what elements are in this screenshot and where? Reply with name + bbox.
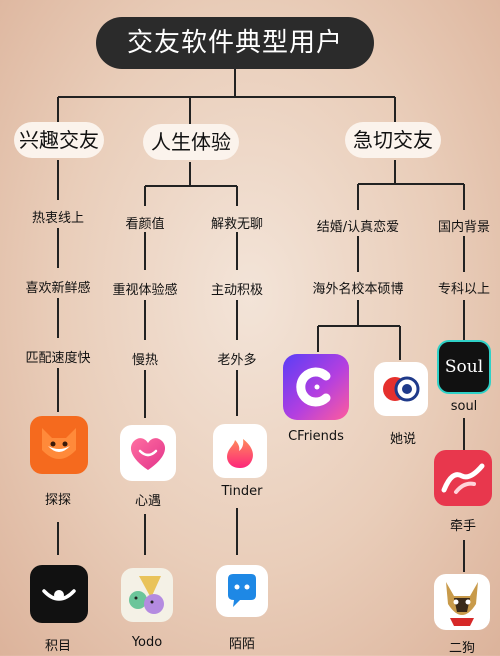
half-eye-icon xyxy=(42,589,76,601)
tantan-label: 探探 xyxy=(44,493,72,508)
tinder-label: Tinder xyxy=(221,484,263,499)
yodo-label: Yodo xyxy=(131,635,163,650)
jimu-label: 积目 xyxy=(44,639,72,654)
category-interest: 兴趣交友 xyxy=(14,122,104,158)
c-letter-icon xyxy=(283,354,349,420)
fox-icon xyxy=(42,428,76,459)
label-proactive: 主动积极 xyxy=(210,283,264,298)
ergou-app-icon[interactable] xyxy=(434,574,490,630)
label-match-speed: 匹配速度快 xyxy=(25,351,91,366)
label-college-plus: 专科以上 xyxy=(437,282,491,297)
label-overseas-edu: 海外名校本硕博 xyxy=(312,282,404,297)
tantan-app-icon[interactable] xyxy=(30,416,88,474)
momo-app-icon[interactable] xyxy=(216,565,268,617)
xinyu-label: 心遇 xyxy=(134,494,162,509)
label-foreigners: 老外多 xyxy=(217,353,257,368)
tashuo-label: 她说 xyxy=(389,432,417,447)
heart-icon xyxy=(130,438,166,470)
diagram-title: 交友软件典型用户 xyxy=(96,17,374,69)
yodo-app-icon[interactable] xyxy=(121,568,173,622)
tinder-app-icon[interactable] xyxy=(213,424,267,478)
holding-hands-icon xyxy=(441,463,485,494)
label-experience: 重视体验感 xyxy=(112,283,178,298)
category-life: 人生体验 xyxy=(143,124,239,160)
qianshou-app-icon[interactable] xyxy=(434,450,492,506)
jimu-app-icon[interactable] xyxy=(30,565,88,623)
momo-label: 陌陌 xyxy=(228,637,256,652)
ergou-label: 二狗 xyxy=(448,641,476,656)
soul-wordmark: Soul xyxy=(444,357,484,377)
label-boredom: 解救无聊 xyxy=(210,217,264,232)
qianshou-label: 牵手 xyxy=(449,519,477,534)
label-fervent: 热衷线上 xyxy=(31,211,85,226)
flame-icon xyxy=(227,439,253,468)
cfriends-label: CFriends xyxy=(288,429,344,444)
cfriends-app-icon[interactable] xyxy=(283,354,349,420)
ice-cream-icon xyxy=(129,576,164,614)
chat-bubble-icon xyxy=(228,574,256,607)
label-slow-warm: 慢热 xyxy=(131,353,159,368)
category-urgent: 急切交友 xyxy=(345,122,441,158)
xinyu-app-icon[interactable] xyxy=(120,425,176,481)
soul-label: soul xyxy=(450,399,478,414)
tashuo-app-icon[interactable] xyxy=(374,362,428,416)
soul-app-icon[interactable]: Soul xyxy=(437,340,491,394)
speech-dots-icon xyxy=(383,376,420,402)
label-marriage: 结婚/认真恋爱 xyxy=(316,220,400,235)
label-novelty: 喜欢新鲜感 xyxy=(25,281,91,296)
label-looks: 看颜值 xyxy=(125,217,165,232)
label-domestic-bg: 国内背景 xyxy=(437,220,491,235)
dog-face-icon xyxy=(446,582,478,626)
